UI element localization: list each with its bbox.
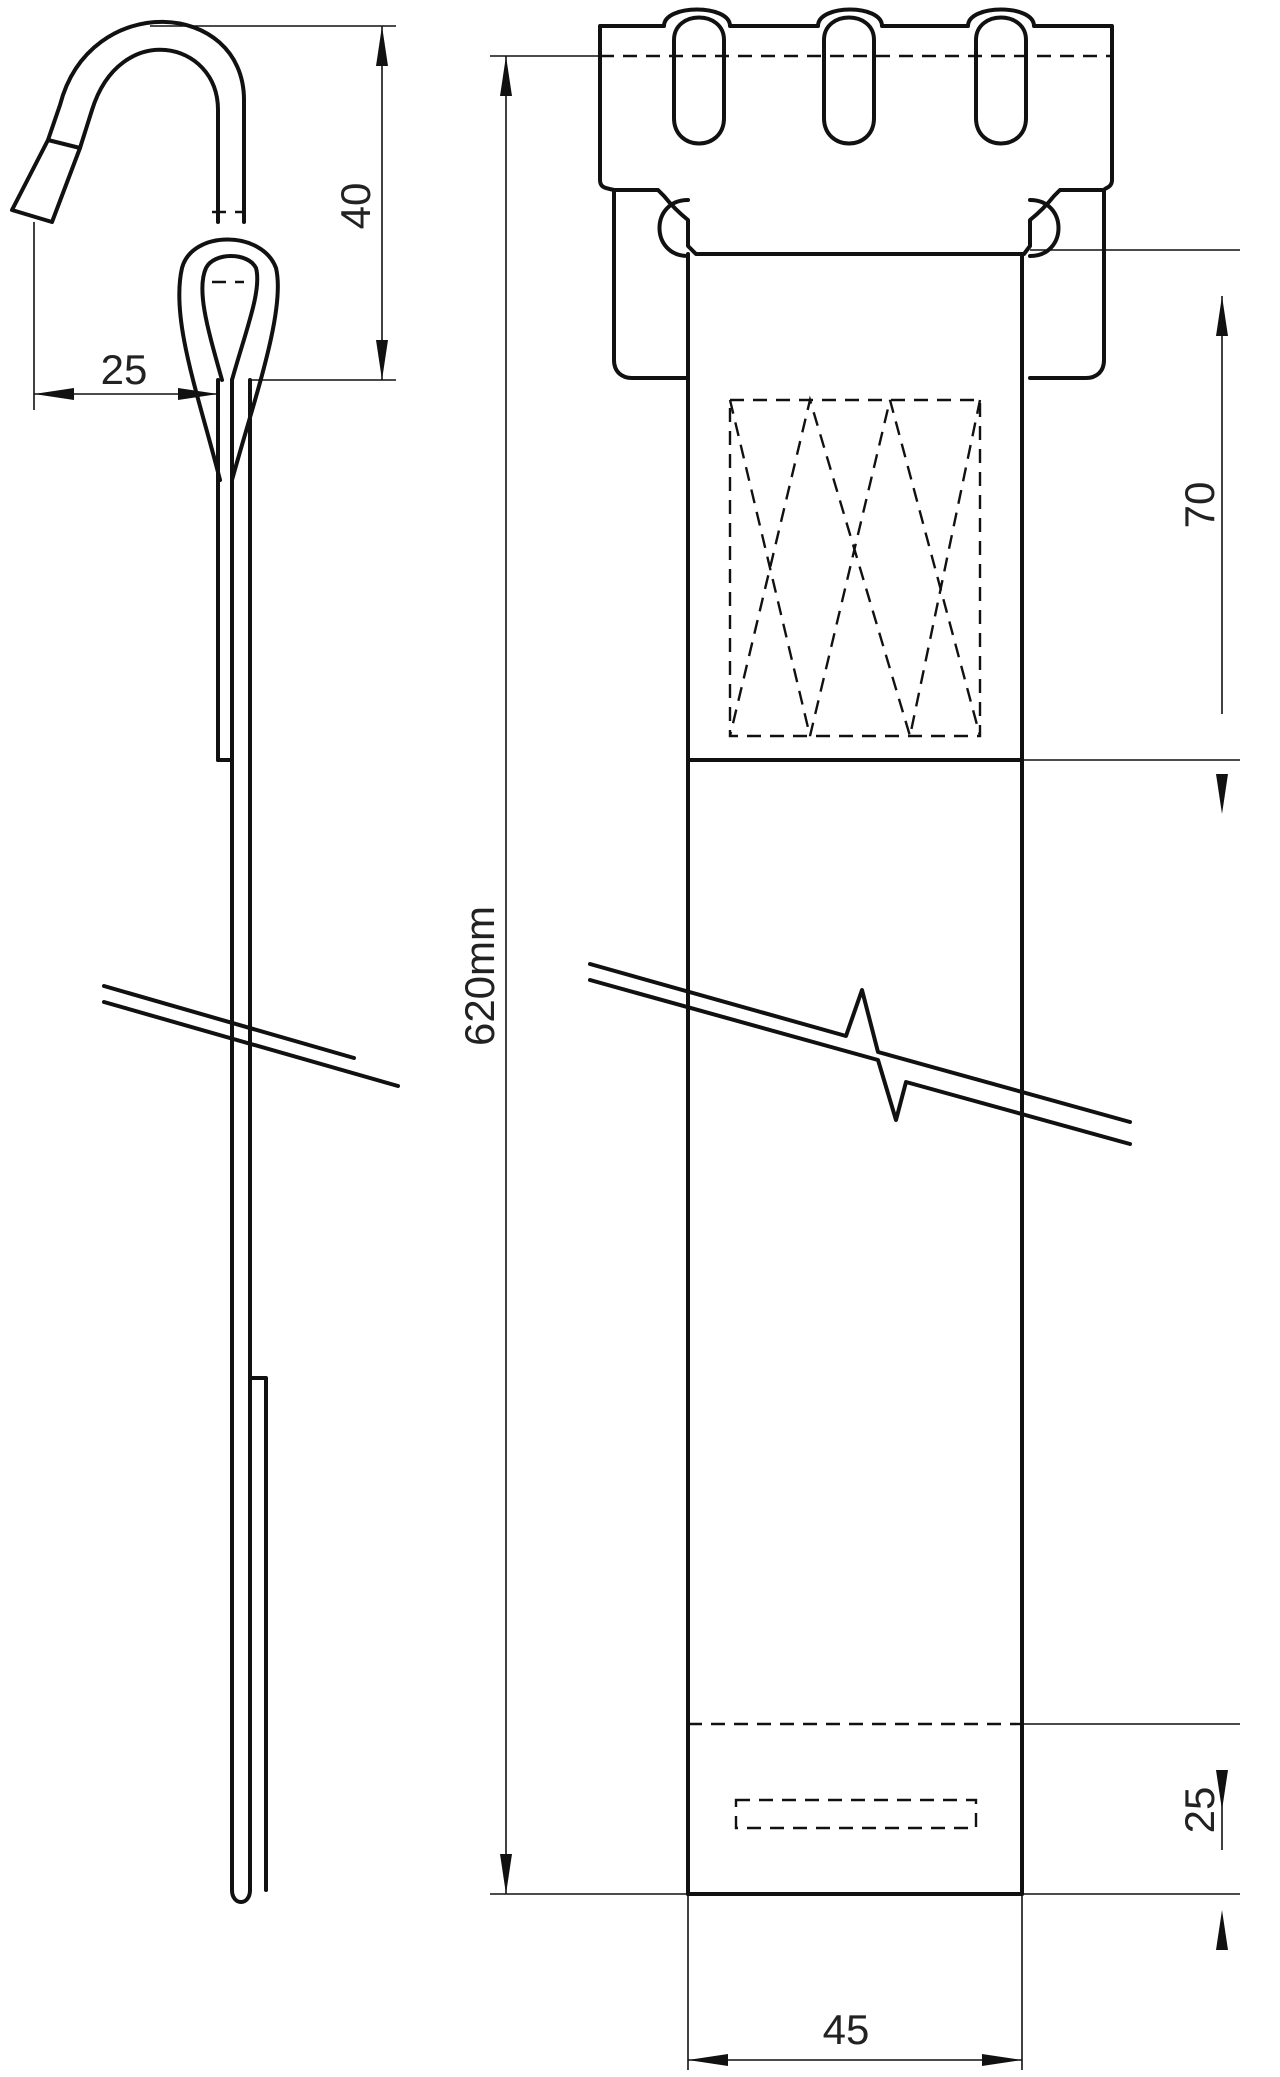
dim-label-25w: 25	[101, 346, 148, 393]
arrow-620-top	[500, 56, 512, 96]
arrow-620-bottom	[500, 1854, 512, 1894]
stitch-cross-2	[728, 395, 982, 737]
arrow-40-bottom	[376, 340, 388, 380]
side-break-line-1	[102, 984, 356, 1060]
side-view	[10, 19, 400, 1904]
front-view	[588, 7, 1132, 1896]
stitch-cross	[728, 399, 982, 737]
dim-label-40: 40	[332, 183, 379, 230]
dim-label-620: 620mm	[456, 906, 503, 1046]
arrow-45-left	[688, 2054, 728, 2066]
clip-cutout-left	[657, 198, 690, 258]
clip-slot-3	[974, 15, 1028, 146]
arrow-70-bottom	[1216, 774, 1228, 814]
hook-inner	[78, 47, 220, 224]
arrow-40-top	[376, 26, 388, 66]
strap-lower-layer	[248, 1376, 268, 1892]
dimensions: 40 25 620mm 70 25 45	[33, 25, 1240, 2070]
clip-cutout-right	[1028, 198, 1061, 258]
dim-label-70: 70	[1176, 482, 1223, 529]
hook-outer	[46, 19, 246, 224]
clip-flange-left	[612, 188, 690, 380]
arrow-25w-right	[178, 388, 218, 400]
front-break-line-2	[588, 978, 1132, 1146]
front-break-line-1	[588, 962, 1132, 1124]
clip-outline	[598, 7, 1114, 256]
dim-label-25e: 25	[1176, 1787, 1223, 1834]
end-slot	[734, 1798, 978, 1830]
strap-loop-inner	[200, 254, 260, 382]
arrow-25e-bottom	[1216, 1910, 1228, 1950]
dim-label-45: 45	[823, 2006, 870, 2053]
side-break-line-2	[102, 1000, 400, 1088]
hook-tip	[10, 138, 82, 224]
arrow-25w-left	[34, 388, 74, 400]
strap-end	[230, 1888, 252, 1904]
stitch-box	[728, 398, 982, 738]
arrow-25e-top	[1216, 1770, 1228, 1810]
arrow-70-top	[1216, 296, 1228, 336]
clip-slot-2	[822, 15, 876, 146]
clip-slot-1	[672, 15, 726, 146]
clip-flange-right	[1028, 188, 1106, 380]
arrow-45-right	[982, 2054, 1022, 2066]
strap-loop-outer	[177, 237, 280, 482]
